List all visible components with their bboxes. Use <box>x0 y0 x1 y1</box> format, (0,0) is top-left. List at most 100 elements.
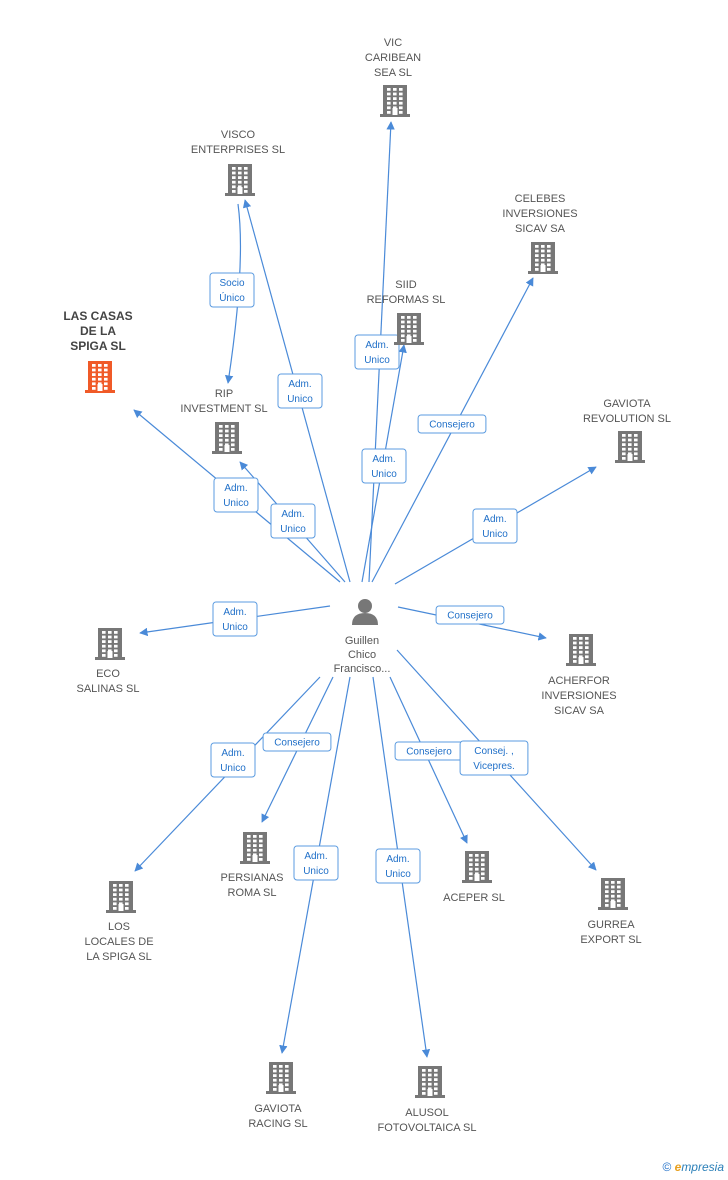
company-label[interactable]: SICAV SA <box>554 705 605 717</box>
building-icon[interactable] <box>598 878 628 910</box>
edge-label-text: Consejero <box>447 611 493 622</box>
company-label[interactable]: RACING SL <box>248 1118 307 1130</box>
copyright-footer[interactable]: © empresia <box>662 1160 724 1174</box>
building-icon[interactable] <box>394 313 424 345</box>
company-node-celebes[interactable]: CELEBES INVERSIONES SICAV SA <box>502 193 578 274</box>
edge-label-text: Adm. <box>281 509 304 520</box>
building-icon[interactable] <box>212 422 242 454</box>
edge-label-acherfor[interactable]: Consejero <box>435 605 505 625</box>
company-node-loslocales[interactable]: LOS LOCALES DE LA SPIGA SL <box>84 881 154 963</box>
building-icon[interactable] <box>266 1062 296 1094</box>
edge-label-siid[interactable]: Adm.Unico <box>354 334 400 370</box>
edge-label-persianas[interactable]: Consejero <box>262 732 332 752</box>
company-label[interactable]: SPIGA SL <box>70 339 126 353</box>
company-label[interactable]: LA SPIGA SL <box>86 951 151 963</box>
company-label[interactable]: SEA SL <box>374 67 412 79</box>
building-icon[interactable] <box>85 361 115 393</box>
building-icon[interactable] <box>240 832 270 864</box>
company-node-gaviotaracing[interactable]: GAVIOTA RACING SL <box>248 1062 308 1130</box>
company-label[interactable]: GAVIOTA <box>254 1103 302 1115</box>
company-node-persianas[interactable]: PERSIANAS ROMA SL <box>221 832 284 899</box>
company-node-gaviotarev[interactable]: GAVIOTA REVOLUTION SL <box>583 398 671 463</box>
company-label[interactable]: CARIBEAN <box>365 52 421 64</box>
company-label[interactable]: LOCALES DE <box>84 936 153 948</box>
company-label[interactable]: FOTOVOLTAICA SL <box>377 1122 476 1134</box>
company-node-vic[interactable]: VIC CARIBEAN SEA SL <box>365 37 421 117</box>
company-label[interactable]: SALINAS SL <box>77 683 140 695</box>
company-label[interactable]: ENTERPRISES SL <box>191 144 285 156</box>
company-node-rip[interactable]: RIP INVESTMENT SL <box>180 388 268 454</box>
company-node-gurrea[interactable]: GURREA EXPORT SL <box>580 878 642 946</box>
edge-label-gaviotaracing[interactable]: Adm.Unico <box>293 845 339 881</box>
company-node-eco[interactable]: ECO SALINAS SL <box>77 628 140 695</box>
edge-label-visco[interactable]: Adm.Unico <box>277 373 323 409</box>
company-label[interactable]: REFORMAS SL <box>367 294 446 306</box>
company-label[interactable]: VISCO <box>221 129 256 141</box>
company-label[interactable]: INVERSIONES <box>541 690 616 702</box>
building-icon[interactable] <box>528 242 558 274</box>
edge-label-box <box>210 742 256 778</box>
brand-name: mpresia <box>681 1160 724 1174</box>
person-name[interactable]: Francisco... <box>334 663 391 675</box>
building-icon[interactable] <box>566 634 596 666</box>
edge-label-text: Adm. <box>386 854 409 865</box>
company-node-siid[interactable]: SIID REFORMAS SL <box>367 279 446 345</box>
edge-label-box <box>209 272 255 308</box>
company-label[interactable]: DE LA <box>80 324 116 338</box>
edge-label-text: Unico <box>482 529 508 540</box>
person-node[interactable]: GuillenChicoFrancisco... <box>334 599 391 675</box>
company-label[interactable]: PERSIANAS <box>221 872 284 884</box>
edge-label-aceper[interactable]: Consejero <box>394 741 464 761</box>
company-node-visco[interactable]: VISCO ENTERPRISES SL <box>191 129 285 196</box>
company-node-aceper[interactable]: ACEPER SL <box>443 851 505 904</box>
building-icon[interactable] <box>380 85 410 117</box>
edge-label-rip[interactable]: Adm.Unico <box>270 503 316 539</box>
edge-label-celebes[interactable]: Consejero <box>417 414 487 434</box>
edge-label-gaviotarev[interactable]: Adm.Unico <box>472 508 518 544</box>
company-node-alusol[interactable]: ALUSOL FOTOVOLTAICA SL <box>377 1066 477 1134</box>
edge-label-vic[interactable]: Adm.Unico <box>361 448 407 484</box>
edge-label-loslocales[interactable]: Adm.Unico <box>210 742 256 778</box>
company-label[interactable]: SIID <box>395 279 416 291</box>
company-label[interactable]: ROMA SL <box>228 887 277 899</box>
company-label[interactable]: LAS CASAS <box>63 309 132 323</box>
company-label[interactable]: REVOLUTION SL <box>583 413 671 425</box>
building-icon[interactable] <box>415 1066 445 1098</box>
edge-label-box <box>375 848 421 884</box>
building-icon[interactable] <box>106 881 136 913</box>
person-name[interactable]: Chico <box>348 649 376 661</box>
company-label[interactable]: VIC <box>384 37 402 49</box>
person-name[interactable]: Guillen <box>345 635 379 647</box>
company-label[interactable]: LOS <box>108 921 130 933</box>
company-label[interactable]: GAVIOTA <box>603 398 651 410</box>
company-label[interactable]: SICAV SA <box>515 223 566 235</box>
edge-label-lascasas[interactable]: Adm.Unico <box>213 477 259 513</box>
building-icon[interactable] <box>462 851 492 883</box>
company-label[interactable]: GURREA <box>587 919 635 931</box>
company-node-acherfor[interactable]: ACHERFOR INVERSIONES SICAV SA <box>541 634 617 717</box>
company-label[interactable]: ALUSOL <box>405 1107 448 1119</box>
building-icon[interactable] <box>225 164 255 196</box>
edge-label-text: Adm. <box>221 748 244 759</box>
building-icon[interactable] <box>95 628 125 660</box>
company-label[interactable]: CELEBES <box>515 193 566 205</box>
person-icon[interactable] <box>352 599 378 625</box>
edge-label-box <box>277 373 323 409</box>
edge-label-gurrea[interactable]: Consej. ,Vicepres. <box>459 740 529 776</box>
company-label[interactable]: EXPORT SL <box>580 934 641 946</box>
edge-label-alusol[interactable]: Adm.Unico <box>375 848 421 884</box>
company-label[interactable]: ACHERFOR <box>548 675 610 687</box>
company-label[interactable]: INVERSIONES <box>502 208 577 220</box>
company-label[interactable]: RIP <box>215 388 233 400</box>
edges-layer <box>133 121 597 1058</box>
company-label[interactable]: ACEPER SL <box>443 892 505 904</box>
building-icon[interactable] <box>615 431 645 463</box>
company-label[interactable]: INVESTMENT SL <box>180 403 267 415</box>
company-label[interactable]: ECO <box>96 668 120 680</box>
edge-label-eco[interactable]: Adm.Unico <box>212 601 258 637</box>
edge-labels-layer: Adm.UnicoAdm.UnicoConsejeroAdm.UnicoAdm.… <box>209 272 529 884</box>
edge-label-text: Consejero <box>406 747 452 758</box>
